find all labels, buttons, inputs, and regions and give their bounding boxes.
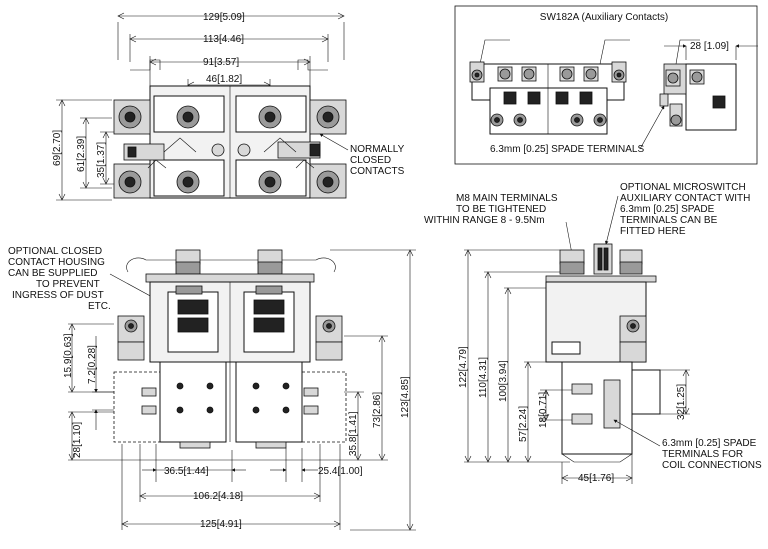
front-vdim-28: 28[1.10] xyxy=(72,422,83,458)
side-view: M8 MAIN TERMINALS TO BE TIGHTENED WITHIN… xyxy=(424,182,762,484)
top-dim-129: 129[5.09] xyxy=(203,12,245,23)
inset-dim-28: 28 [1.09] xyxy=(690,41,729,52)
note-nc-3: CONTACTS xyxy=(350,166,405,177)
front-vdim-35-8: 35.8[1.41] xyxy=(348,411,359,456)
top-vdim-35: 35[1.37] xyxy=(96,142,107,178)
side-vdim-32: 32[1.25] xyxy=(676,384,687,420)
top-vdim-69: 69[2.70] xyxy=(52,130,63,166)
note-micro-5: FITTED HERE xyxy=(620,226,686,237)
side-vdim-110: 110[4.31] xyxy=(478,357,489,398)
note-housing-3: CAN BE SUPPLIED xyxy=(8,268,97,279)
front-vdim-15-9: 15.9[0.63] xyxy=(63,333,74,378)
top-vdim-61: 61[2.39] xyxy=(76,136,87,172)
note-housing-2: CONTACT HOUSING xyxy=(8,257,105,268)
front-vdim-7-2: 7.2[0.28] xyxy=(87,345,98,384)
inset-frame xyxy=(454,5,758,165)
note-housing-5: INGRESS OF DUST xyxy=(12,290,104,301)
note-nc-2: CLOSED xyxy=(350,155,391,166)
front-vdim-123: 123[4.85] xyxy=(400,376,411,418)
note-m8-3: WITHIN RANGE 8 - 9.5Nm xyxy=(424,215,545,226)
side-vdim-100: 100[3.94] xyxy=(498,360,509,402)
front-right-coil xyxy=(235,361,303,443)
inset-side-view xyxy=(659,39,737,131)
front-dim-25-4: 25.4[1.00] xyxy=(318,466,363,477)
side-dim-45: 45[1.76] xyxy=(578,473,614,484)
note-micro-1: OPTIONAL MICROSWITCH xyxy=(620,182,746,193)
auxiliary-contacts-inset: SW182A (Auxiliary Contacts) xyxy=(454,5,758,165)
front-vdim-73: 73[2.86] xyxy=(372,392,383,428)
note-micro-4: TERMINALS CAN BE xyxy=(620,215,718,226)
side-coil-body xyxy=(561,361,633,455)
front-view: OPTIONAL CLOSED CONTACT HOUSING CAN BE S… xyxy=(8,246,416,531)
front-dim-125: 125[4.91] xyxy=(200,519,242,530)
note-housing-6: ETC. xyxy=(88,301,111,312)
note-m8-2: TO BE TIGHTENED xyxy=(456,204,546,215)
note-coil-1: 6.3mm [0.25] SPADE xyxy=(662,438,757,449)
top-dim-91: 91[3.57] xyxy=(203,57,239,68)
top-terminals xyxy=(118,105,340,194)
top-view: 129[5.09] 113[4.46] 91[3.57] 46[1.82] 69… xyxy=(52,12,405,201)
front-dim-36-5: 36.5[1.44] xyxy=(164,466,209,477)
note-coil-3: COIL CONNECTIONS xyxy=(662,460,762,471)
note-nc-1: NORMALLY xyxy=(350,144,405,155)
note-micro-3: 6.3mm [0.25] SPADE xyxy=(620,204,715,215)
note-housing-1: OPTIONAL CLOSED xyxy=(8,246,102,257)
inset-title: SW182A (Auxiliary Contacts) xyxy=(540,12,668,23)
side-vdim-18: 18[0.71] xyxy=(538,392,549,428)
note-m8-1: M8 MAIN TERMINALS xyxy=(456,193,558,204)
inset-spade-label: 6.3mm [0.25] SPADE TERMINALS xyxy=(490,144,644,155)
note-housing-4: TO PREVENT xyxy=(36,279,100,290)
top-dim-46: 46[1.82] xyxy=(206,74,242,85)
side-vdim-122: 122[4.79] xyxy=(458,346,469,388)
front-left-coil xyxy=(159,361,227,443)
inset-front-view xyxy=(469,39,630,135)
side-vdim-57: 57[2.24] xyxy=(518,406,529,442)
top-dim-113: 113[4.46] xyxy=(203,34,244,45)
note-micro-2: AUXILIARY CONTACT WITH xyxy=(620,193,750,204)
front-dim-106-2: 106.2[4.18] xyxy=(193,491,243,502)
note-coil-2: TERMINALS FOR xyxy=(662,449,743,460)
